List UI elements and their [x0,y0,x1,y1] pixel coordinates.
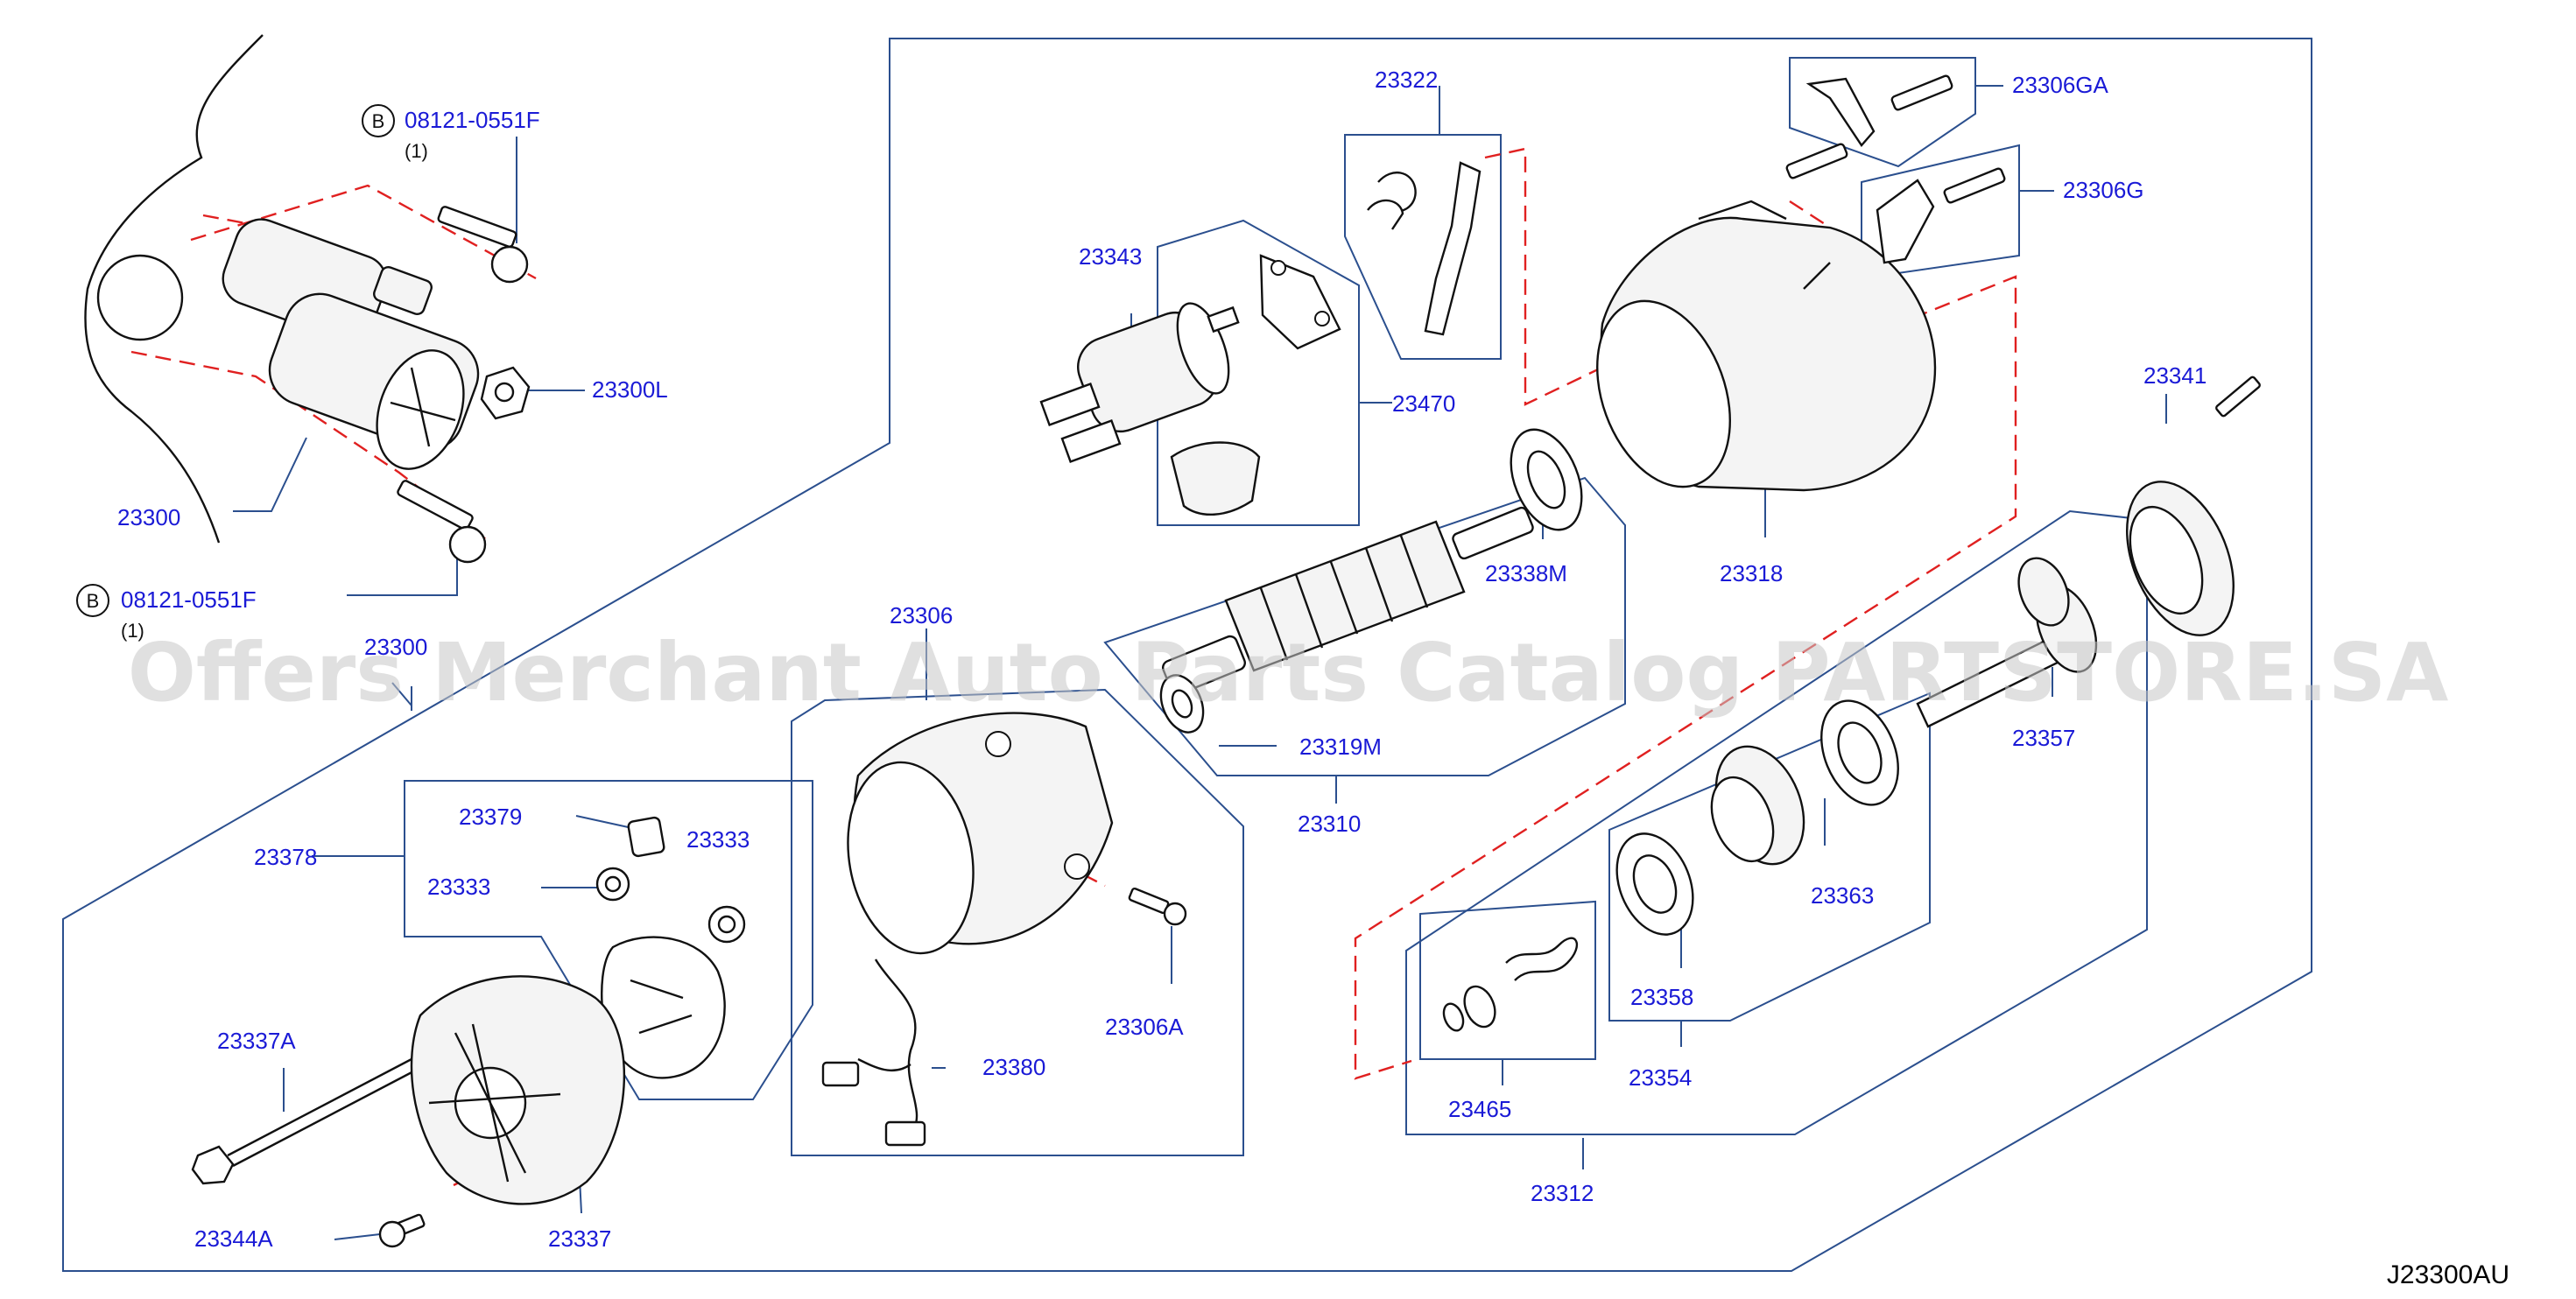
label-23300-kit: 23300 [364,634,427,660]
bolt-08121-bottom [397,480,487,564]
starter-assembly-23300 [222,218,480,470]
svg-text:B: B [372,110,385,132]
screw-23344A [378,1213,426,1248]
label-23300L: 23300L [592,376,668,403]
svg-text:B: B [87,590,100,612]
end-frame-23337 [410,975,626,1205]
label-23310: 23310 [1298,811,1361,837]
drive-housing-23318 [1596,200,1937,492]
bracket-23306GA [1805,74,1953,147]
yoke-23306 [847,712,1114,955]
bolt-marker-bottom: B [76,584,109,617]
label-23341: 23341 [2143,362,2206,389]
label-23306G: 23306G [2063,177,2144,203]
pinion-group-box [1405,509,2148,1135]
solenoid-23343 [1039,302,1240,463]
stopper-set-23465 [1442,937,1578,1032]
stopper-group-box [1419,900,1596,1060]
assembly-line-housing-rear [1354,275,2017,1080]
label-bolt-bottom-part: 08121-0551F [121,586,257,613]
brush-spring-23333-left [595,867,630,902]
label-23337A: 23337A [217,1028,296,1054]
through-bolt-23337A [191,1057,418,1185]
drive-lever-23322 [1367,161,1482,336]
gasket-seal [1259,254,1341,350]
label-23333-left: 23333 [427,874,490,900]
label-23306A: 23306A [1105,1014,1184,1040]
label-23380: 23380 [982,1054,1045,1080]
bearing-23338M [1510,428,1583,531]
assembly-line-solenoid [1484,147,1621,406]
main-kit-frame [62,38,2312,1272]
label-23363: 23363 [1811,882,1874,909]
label-23318: 23318 [1720,560,1783,586]
label-bolt-top-part: 08121-0551F [405,107,540,133]
armature-group-box [1103,476,1626,776]
lever-group-box [1344,134,1502,360]
bolt-marker-top: B [362,104,395,137]
label-23378: 23378 [254,844,317,870]
label-23338M: 23338M [1485,560,1567,586]
brush-holder [601,936,726,1079]
label-23354: 23354 [1629,1064,1692,1091]
watermark: Offers Merchant Auto Parts Catalog PARTS… [128,626,2449,720]
label-23358: 23358 [1630,984,1693,1010]
label-bolt-top-qty: (1) [405,140,428,162]
label-23300: 23300 [117,504,180,530]
bracket-23306G [1876,167,2006,264]
label-23337: 23337 [548,1225,611,1252]
label-23319M: 23319M [1299,734,1382,760]
pinion-shaft-23357 [1916,557,2098,728]
brush-23379 [627,816,665,858]
label-23333-right: 23333 [686,826,750,853]
nut-23300L [480,366,531,420]
label-bolt-bottom-qty: (1) [121,620,144,642]
yoke-group-box [791,688,1244,1156]
label-23379: 23379 [459,804,522,830]
rear-cover-23341 [2126,376,2261,636]
brush-lead-23380 [821,958,926,1147]
label-23343: 23343 [1079,243,1142,270]
bolt-housing [1785,143,1848,179]
label-23322: 23322 [1375,67,1438,93]
plunger-23470 [1170,441,1261,516]
engine-flywheel-opening [96,254,184,341]
label-23312: 23312 [1531,1180,1594,1206]
label-23470: 23470 [1392,390,1455,417]
bearing-23358 [1615,832,1694,936]
brush-holder-group-box [404,780,813,1100]
screw-23306A [1128,887,1187,926]
label-23344A: 23344A [194,1225,273,1252]
bearing-23319M [1159,674,1205,734]
brush-spring-23333-right [707,905,746,944]
label-23465: 23465 [1448,1096,1511,1122]
solenoid-seal-box [1157,219,1360,526]
overrunning-clutch [1710,745,1805,866]
diagram-code: J23300AU [2387,1260,2509,1289]
bolt-08121-top [437,206,529,284]
bracket-ga-box [1789,57,1976,168]
engine-block-outline [84,34,264,544]
label-23306GA: 23306GA [2012,72,2109,98]
bearing-23363 [1820,699,1899,806]
label-23357: 23357 [2012,725,2075,751]
label-23306: 23306 [890,602,953,628]
